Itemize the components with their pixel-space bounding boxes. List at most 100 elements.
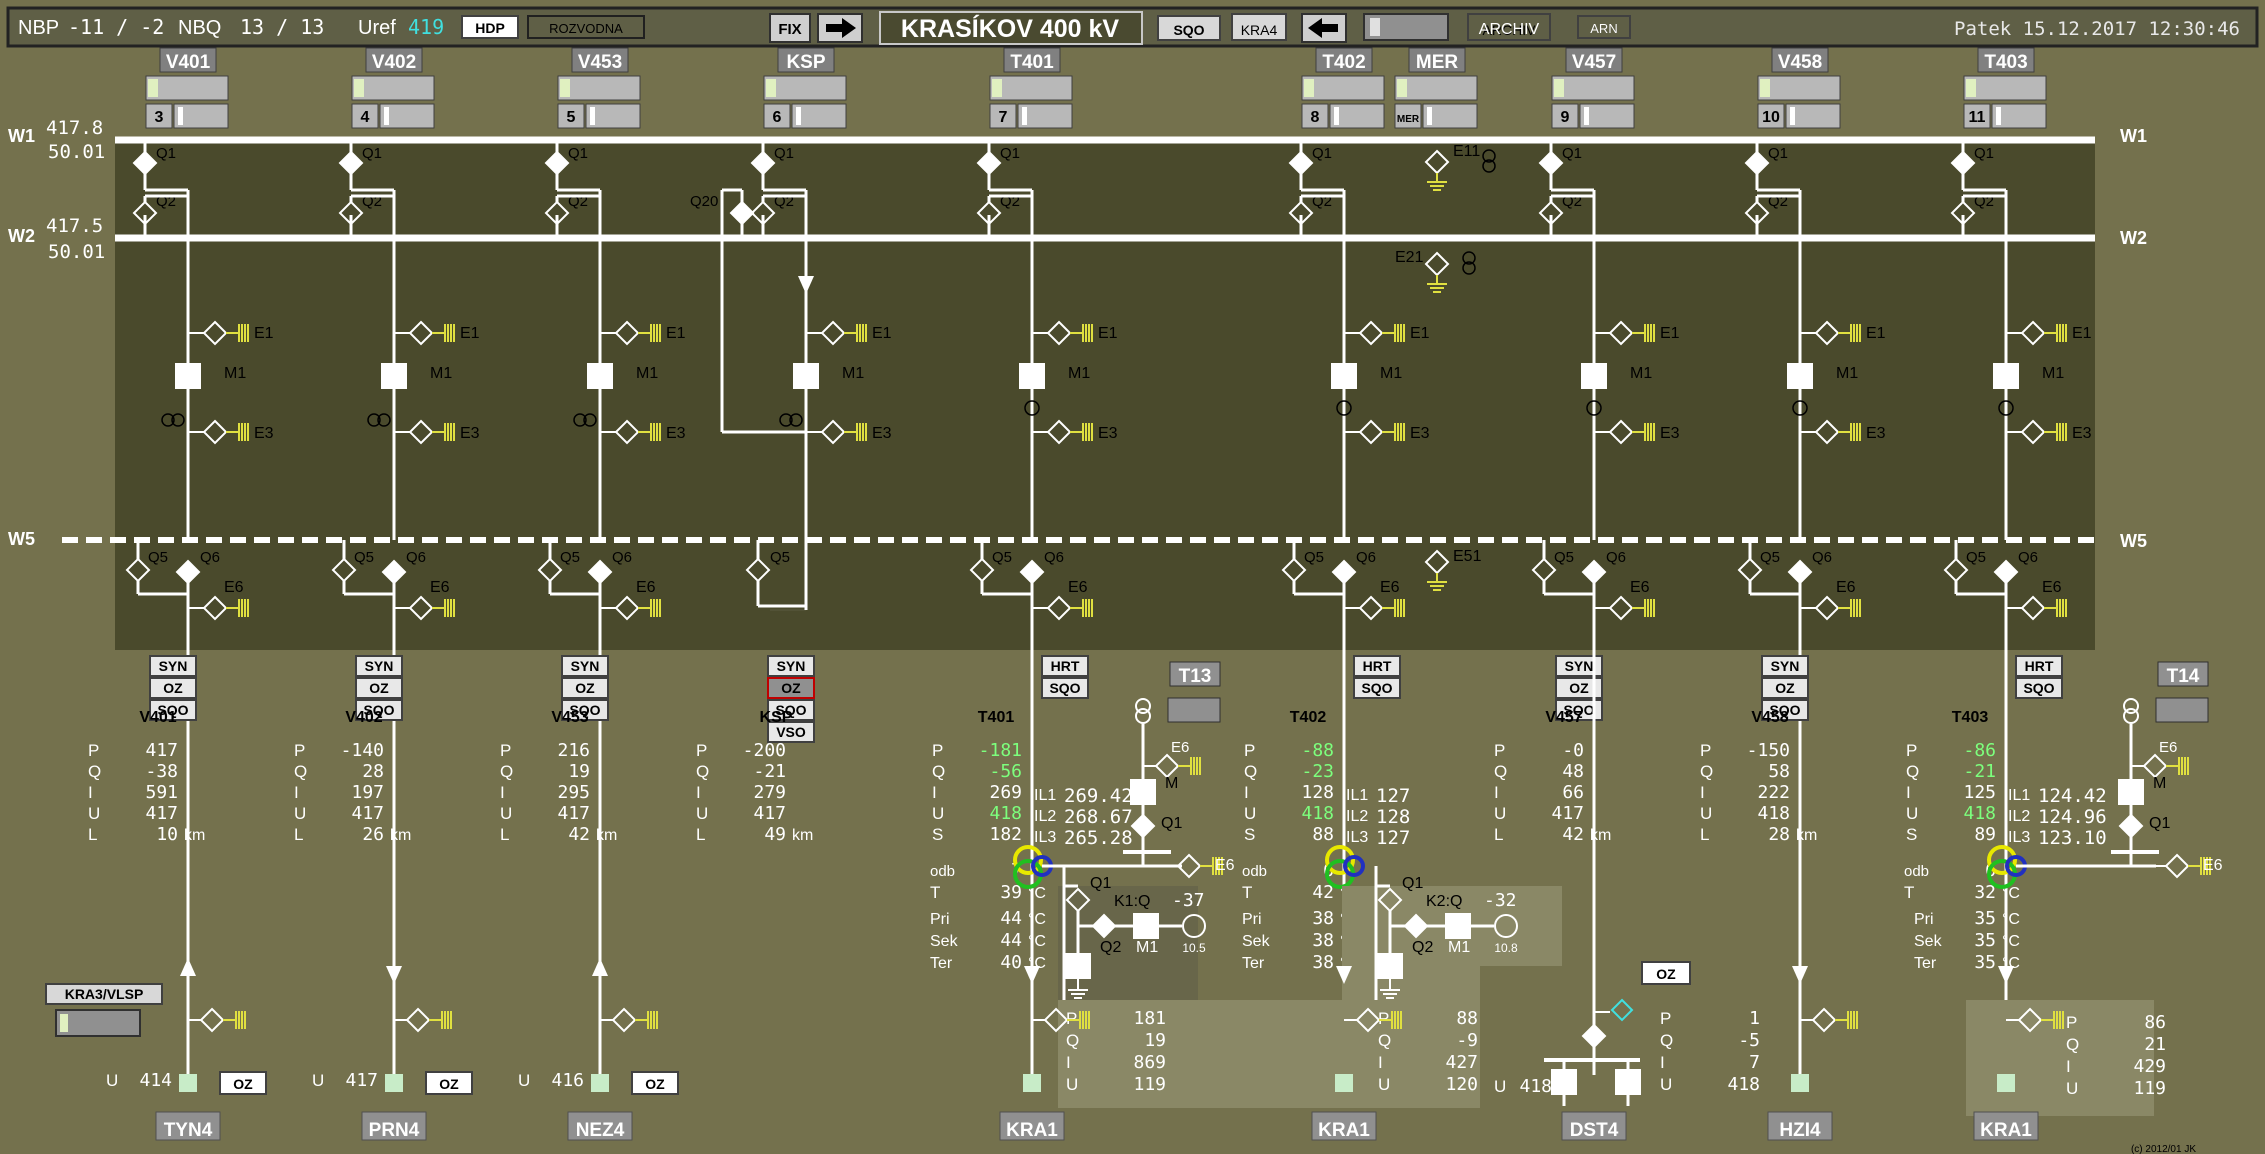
bay-control-top[interactable] xyxy=(1394,75,1478,101)
bay-number-box[interactable] xyxy=(557,103,585,129)
earthing-switch[interactable] xyxy=(1814,595,1840,621)
earthing-switch[interactable] xyxy=(202,595,228,621)
bay-control-top[interactable] xyxy=(1757,75,1841,101)
earthing-switch[interactable] xyxy=(1608,419,1634,445)
earthing-switch[interactable] xyxy=(2020,419,2046,445)
bay-sqo-button[interactable] xyxy=(1555,699,1603,721)
fix-button[interactable] xyxy=(769,13,811,43)
bay-sqo-button[interactable] xyxy=(561,699,609,721)
bay-syn-button[interactable] xyxy=(561,655,609,677)
circuit-breaker[interactable] xyxy=(1615,1069,1641,1095)
bay-number-box[interactable] xyxy=(1757,103,1785,129)
earthing-switch[interactable] xyxy=(1358,595,1384,621)
earthing-switch[interactable] xyxy=(1355,1007,1381,1033)
slider-handle[interactable] xyxy=(60,1014,68,1032)
earthing-switch[interactable] xyxy=(1814,320,1840,346)
bay-syn-button[interactable] xyxy=(767,655,815,677)
disconnector-q2[interactable] xyxy=(338,200,364,226)
circuit-breaker[interactable] xyxy=(1019,363,1045,389)
bay-control-top[interactable] xyxy=(1963,75,2047,101)
destination-box[interactable] xyxy=(1561,1111,1627,1141)
bay-control-top[interactable] xyxy=(763,75,847,101)
bay-number-box[interactable] xyxy=(1963,103,1991,129)
bay-control-top[interactable] xyxy=(145,75,229,101)
disconnector-q2[interactable] xyxy=(1538,200,1564,226)
earthing-switch[interactable] xyxy=(1176,853,1202,879)
earthing-switch[interactable] xyxy=(1046,419,1072,445)
earthing-switch[interactable] xyxy=(1608,320,1634,346)
bay-sqo-button[interactable] xyxy=(1761,699,1809,721)
circuit-breaker[interactable] xyxy=(1331,363,1357,389)
destination-box[interactable] xyxy=(567,1111,633,1141)
bay-control-top[interactable] xyxy=(557,75,641,101)
transformer-control[interactable] xyxy=(1167,697,1221,723)
destination-box[interactable] xyxy=(1767,1111,1833,1141)
disconnector-q1[interactable] xyxy=(1130,813,1156,839)
disconnector-q2[interactable] xyxy=(750,200,776,226)
earthing-switch[interactable] xyxy=(1610,998,1634,1022)
transformer-control[interactable] xyxy=(2155,697,2209,723)
bay-sqo-button[interactable] xyxy=(355,699,403,721)
earthing-switch[interactable] xyxy=(614,595,640,621)
bay-oz-button[interactable] xyxy=(355,677,403,699)
earthing-switch[interactable] xyxy=(1608,595,1634,621)
destination-box[interactable] xyxy=(999,1111,1065,1141)
destination-box[interactable] xyxy=(155,1111,221,1141)
earthing-switch[interactable] xyxy=(1046,320,1072,346)
earthing-switch[interactable] xyxy=(1358,320,1384,346)
rozvodna-button[interactable] xyxy=(527,15,645,39)
bay-syn-button[interactable] xyxy=(149,655,197,677)
bay-number-box[interactable] xyxy=(763,103,791,129)
earthing-switch[interactable] xyxy=(820,320,846,346)
hdp-button[interactable] xyxy=(461,15,519,39)
disconnector-q2[interactable] xyxy=(132,200,158,226)
disconnector-q2[interactable] xyxy=(976,200,1002,226)
kra3-slider[interactable] xyxy=(55,1009,141,1037)
bay-sqo-button[interactable] xyxy=(1353,677,1401,699)
circuit-breaker[interactable] xyxy=(2118,779,2144,805)
earthing-switch[interactable] xyxy=(1043,1007,1069,1033)
bay-control-top[interactable] xyxy=(1551,75,1635,101)
destination-box[interactable] xyxy=(1973,1111,2039,1141)
bay-number-box[interactable] xyxy=(145,103,173,129)
archiv-button[interactable] xyxy=(1467,13,1551,41)
earthing-switch[interactable] xyxy=(2020,595,2046,621)
bay-hrt-button[interactable] xyxy=(1353,655,1401,677)
bay-number-box[interactable] xyxy=(1301,103,1329,129)
earthing-switch[interactable] xyxy=(2164,853,2190,879)
earthing-switch[interactable] xyxy=(611,1007,637,1033)
earthing-switch[interactable] xyxy=(202,419,228,445)
disconnector-q2[interactable] xyxy=(1744,200,1770,226)
oz-button[interactable] xyxy=(631,1071,679,1095)
earthing-switch[interactable] xyxy=(1358,419,1384,445)
bay-oz-button[interactable] xyxy=(767,677,815,699)
circuit-breaker[interactable] xyxy=(1130,779,1156,805)
circuit-breaker[interactable] xyxy=(381,363,407,389)
bay-number-box[interactable] xyxy=(989,103,1017,129)
earthing-switch[interactable] xyxy=(199,1007,225,1033)
circuit-breaker[interactable] xyxy=(1445,913,1471,939)
earthing-switch[interactable] xyxy=(1154,753,1180,779)
circuit-breaker[interactable] xyxy=(1993,363,2019,389)
bay-oz-button[interactable] xyxy=(149,677,197,699)
arn-button[interactable] xyxy=(1577,15,1631,39)
earthing-switch[interactable] xyxy=(2020,320,2046,346)
oz-button[interactable] xyxy=(425,1071,473,1095)
earthing-switch[interactable] xyxy=(408,419,434,445)
bay-oz-button[interactable] xyxy=(561,677,609,699)
circuit-breaker[interactable] xyxy=(793,363,819,389)
bay-oz-button[interactable] xyxy=(1761,677,1809,699)
earthing-switch[interactable] xyxy=(1046,595,1072,621)
kra4-button[interactable] xyxy=(1231,13,1287,41)
earthing-switch[interactable] xyxy=(614,320,640,346)
bay-vso-button[interactable] xyxy=(767,721,815,743)
circuit-breaker[interactable] xyxy=(587,363,613,389)
earthing-switch[interactable] xyxy=(202,320,228,346)
disconnector-q2[interactable] xyxy=(1950,200,1976,226)
bay-hrt-button[interactable] xyxy=(2015,655,2063,677)
bay-control-top[interactable] xyxy=(1301,75,1385,101)
bay-number-box[interactable] xyxy=(351,103,379,129)
earthing-switch[interactable] xyxy=(614,419,640,445)
earthing-switch[interactable] xyxy=(2017,1007,2043,1033)
disconnector-q2[interactable] xyxy=(1091,913,1117,939)
